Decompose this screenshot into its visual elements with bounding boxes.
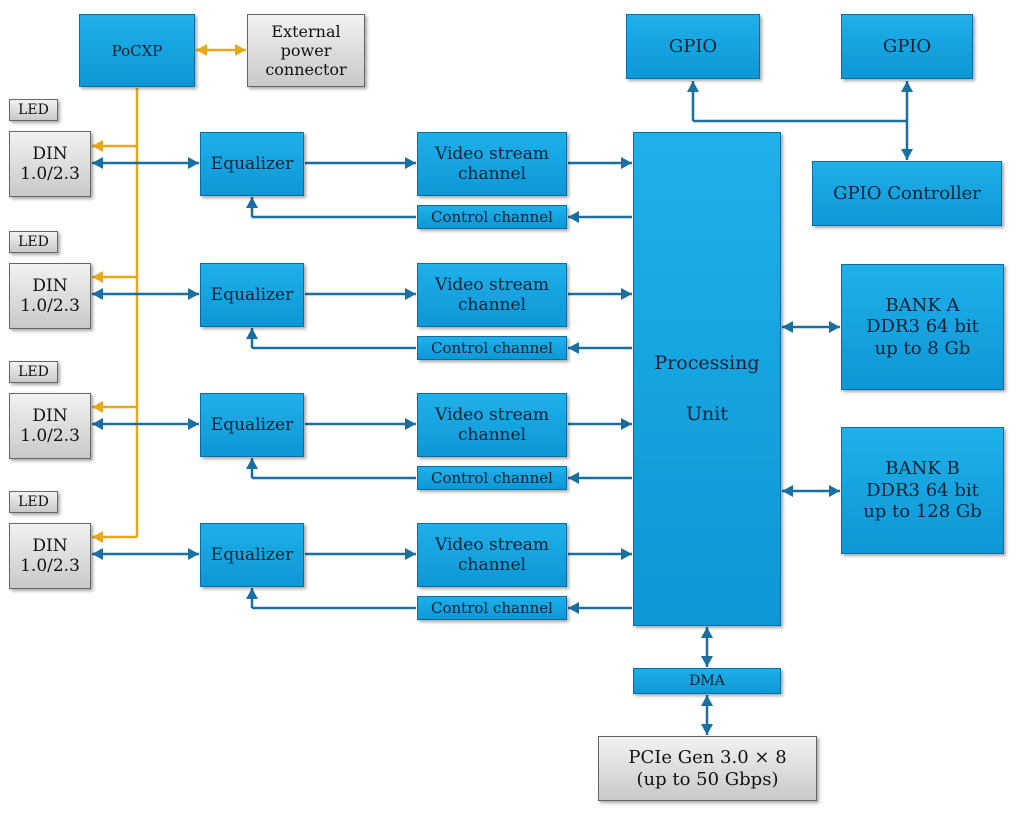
din-connector: DIN 1.0/2.3 <box>9 393 91 459</box>
arrowhead <box>687 81 699 92</box>
equalizer-block: Equalizer <box>200 393 304 457</box>
arrowhead <box>405 548 416 560</box>
arrowhead <box>405 288 416 300</box>
bank-b-block: BANK B DDR3 64 bit up to 128 Gb <box>841 427 1004 554</box>
din-connector: DIN 1.0/2.3 <box>9 523 91 589</box>
led-indicator: LED <box>9 231 58 253</box>
control-channel: Control channel <box>417 205 567 229</box>
pcie-connector: PCIe Gen 3.0 × 8 (up to 50 Gbps) <box>598 736 817 801</box>
processing-unit-block: Processing Unit <box>633 132 781 626</box>
arrowhead <box>188 288 199 300</box>
arrowhead <box>701 724 713 735</box>
pocxp-block: PoCXP <box>79 14 195 87</box>
equalizer-block: Equalizer <box>200 132 304 196</box>
arrowhead <box>405 157 416 169</box>
arrowhead <box>92 548 103 560</box>
control-channel: Control channel <box>417 466 567 490</box>
arrowhead <box>92 140 103 152</box>
arrowhead <box>621 288 632 300</box>
arrowhead <box>188 548 199 560</box>
gpio-controller-block: GPIO Controller <box>812 161 1002 226</box>
arrowhead <box>621 548 632 560</box>
arrowhead <box>246 458 258 469</box>
arrowhead <box>568 472 579 484</box>
external-power-connector: External power connector <box>247 14 365 87</box>
arrowhead <box>568 342 579 354</box>
video-stream-channel: Video stream channel <box>417 263 567 327</box>
gpio-block-1: GPIO <box>626 14 760 79</box>
din-connector: DIN 1.0/2.3 <box>9 131 91 197</box>
arrowhead <box>701 627 713 638</box>
arrowhead <box>246 197 258 208</box>
arrowhead <box>901 149 913 160</box>
led-indicator: LED <box>9 361 58 383</box>
arrowhead <box>92 271 103 283</box>
arrowhead <box>246 328 258 339</box>
arrowhead <box>782 485 793 497</box>
arrowhead <box>92 418 103 430</box>
bank-a-block: BANK A DDR3 64 bit up to 8 Gb <box>841 264 1004 390</box>
arrowhead <box>92 157 103 169</box>
arrowhead <box>782 321 793 333</box>
video-stream-channel: Video stream channel <box>417 393 567 457</box>
equalizer-block: Equalizer <box>200 523 304 587</box>
control-channel: Control channel <box>417 336 567 360</box>
video-stream-channel: Video stream channel <box>417 523 567 587</box>
arrowhead <box>196 44 207 56</box>
arrowhead <box>701 695 713 706</box>
dma-block: DMA <box>633 668 781 694</box>
arrowhead <box>92 288 103 300</box>
arrowhead <box>621 418 632 430</box>
arrowhead <box>568 211 579 223</box>
arrowhead <box>92 531 103 543</box>
arrowhead <box>568 602 579 614</box>
arrowhead <box>829 321 840 333</box>
equalizer-block: Equalizer <box>200 263 304 327</box>
arrowhead <box>246 588 258 599</box>
arrowhead <box>701 656 713 667</box>
arrowhead <box>621 157 632 169</box>
led-indicator: LED <box>9 491 58 513</box>
arrowhead <box>901 81 913 92</box>
arrowhead <box>188 418 199 430</box>
led-indicator: LED <box>9 99 58 121</box>
control-channel: Control channel <box>417 596 567 620</box>
video-stream-channel: Video stream channel <box>417 132 567 196</box>
arrowhead <box>235 44 246 56</box>
gpio-block-2: GPIO <box>841 14 973 79</box>
arrowhead <box>188 157 199 169</box>
din-connector: DIN 1.0/2.3 <box>9 263 91 329</box>
arrowhead <box>92 401 103 413</box>
arrowhead <box>829 485 840 497</box>
arrowhead <box>405 418 416 430</box>
